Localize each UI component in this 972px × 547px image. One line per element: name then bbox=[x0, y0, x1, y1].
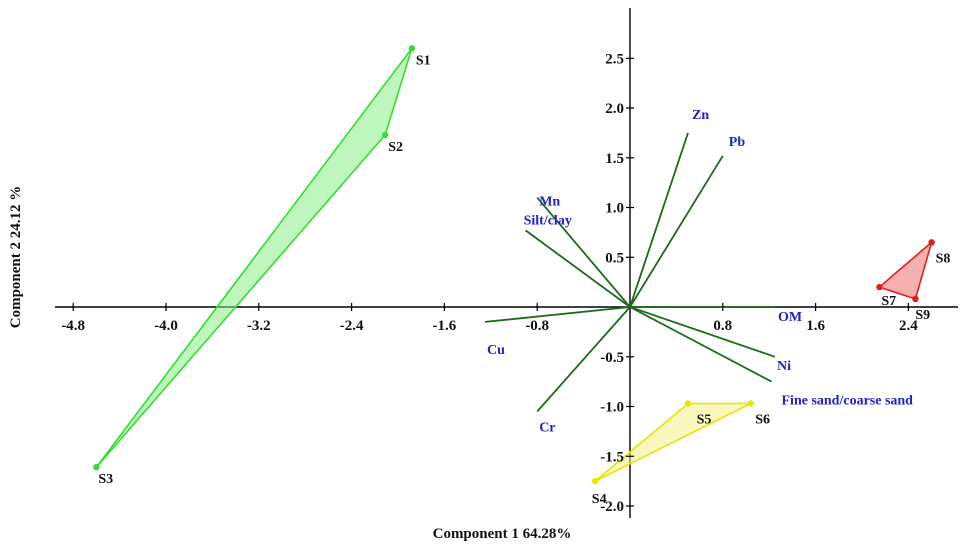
loading-label-cr: Cr bbox=[539, 421, 555, 436]
x-tick-label: -4.0 bbox=[154, 318, 178, 334]
loading-vector-cu bbox=[484, 306, 631, 323]
site-label-s1: S1 bbox=[416, 53, 431, 68]
site-point-s9 bbox=[912, 295, 919, 303]
loading-vector-mn bbox=[536, 197, 631, 308]
y-tick-label: -1.0 bbox=[600, 400, 624, 416]
x-tick-label: -4.8 bbox=[61, 318, 85, 334]
loading-vector-cr bbox=[536, 306, 631, 413]
group-hulls bbox=[95, 47, 934, 482]
group-hull-2 bbox=[594, 402, 751, 482]
site-label-s7: S7 bbox=[881, 294, 896, 309]
site-label-s5: S5 bbox=[697, 413, 712, 428]
loading-vector-fine-sand-coarse-sand bbox=[629, 306, 772, 383]
y-tick-label: 0.5 bbox=[605, 250, 624, 266]
site-points bbox=[93, 45, 935, 485]
loading-label-cu: Cu bbox=[487, 343, 505, 358]
x-tick-label: 0.8 bbox=[713, 318, 732, 334]
y-tick-label: 2.5 bbox=[605, 51, 624, 67]
loading-label-zn: Zn bbox=[692, 108, 709, 123]
loading-label-pb: Pb bbox=[729, 135, 746, 150]
loading-vectors bbox=[484, 132, 776, 413]
x-tick-label: 2.4 bbox=[899, 318, 918, 334]
x-tick-label: -2.4 bbox=[340, 318, 364, 334]
x-tick-label: -3.2 bbox=[247, 318, 271, 334]
loading-label-ni: Ni bbox=[777, 359, 791, 374]
loading-label-om: OM bbox=[778, 310, 802, 325]
site-point-s1 bbox=[408, 45, 416, 52]
site-point-s2 bbox=[382, 131, 389, 139]
x-tick-label: -1.6 bbox=[433, 318, 457, 334]
site-label-s3: S3 bbox=[98, 472, 113, 487]
site-point-s6 bbox=[747, 400, 754, 407]
x-axis-ticks: -4.8 -4.0 -3.2 -2.4 -1.6 -0.8 0.8 1.6 2.4 bbox=[61, 303, 918, 334]
loading-vector-pb bbox=[629, 155, 724, 308]
site-label-s8: S8 bbox=[936, 251, 951, 266]
site-point-s8 bbox=[928, 239, 935, 246]
y-tick-label: 1.0 bbox=[605, 201, 624, 217]
site-label-s6: S6 bbox=[755, 413, 770, 428]
y-axis-title: Component 2 24.12 % bbox=[8, 186, 24, 329]
y-axis-ticks: 2.5 2.0 1.5 1.0 0.5 -0.5 -1.0 -1.5 -2.0 bbox=[600, 51, 634, 515]
group-hull-3 bbox=[877, 239, 934, 301]
y-tick-label: -2.0 bbox=[600, 499, 624, 515]
y-tick-label: 1.5 bbox=[605, 151, 624, 167]
loading-vector-zn bbox=[629, 132, 689, 308]
x-tick-label: 1.6 bbox=[806, 318, 825, 334]
loading-label-silt-clay: Silt/clay bbox=[524, 213, 572, 228]
y-tick-label: 2.0 bbox=[605, 101, 624, 117]
site-point-s3 bbox=[93, 464, 100, 471]
site-point-s4 bbox=[592, 477, 599, 485]
loading-vector-ni bbox=[629, 306, 776, 358]
y-tick-label: -0.5 bbox=[600, 350, 624, 366]
x-tick-label: -0.8 bbox=[525, 318, 549, 334]
site-point-s5 bbox=[684, 400, 692, 407]
group-hull-1 bbox=[95, 47, 413, 468]
site-label-s4: S4 bbox=[592, 492, 607, 507]
site-label-s2: S2 bbox=[388, 140, 403, 155]
y-tick-label: -1.5 bbox=[600, 449, 624, 465]
site-label-s9: S9 bbox=[915, 308, 930, 323]
loading-vector-silt-clay bbox=[525, 229, 631, 308]
loading-label-fine-sand-coarse-sand: Fine sand/coarse sand bbox=[782, 394, 914, 409]
x-axis-title: Component 1 64.28% bbox=[433, 526, 572, 542]
site-point-s7 bbox=[876, 283, 883, 291]
loading-label-mn: Mn bbox=[539, 195, 560, 210]
